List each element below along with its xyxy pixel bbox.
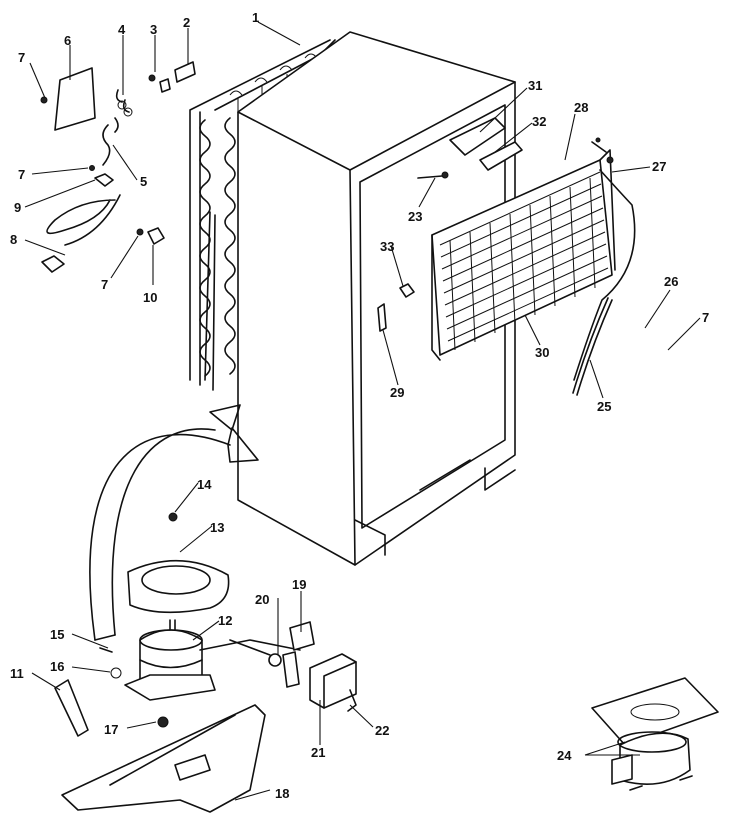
label-part-7-c: 7 <box>101 277 108 292</box>
label-part-30: 30 <box>535 345 549 360</box>
label-part-11: 11 <box>10 666 24 681</box>
label-part-33: 33 <box>380 239 394 254</box>
assembly-direction-arrow <box>89 404 259 641</box>
label-part-22: 22 <box>375 723 389 738</box>
label-part-7-b: 7 <box>18 167 25 182</box>
label-part-5: 5 <box>140 174 147 189</box>
control-parts-group <box>40 61 196 273</box>
electrical-parts-group <box>268 621 357 712</box>
label-part-29: 29 <box>390 385 404 400</box>
refrigerator-cabinet <box>237 31 516 566</box>
leader-lines <box>24 21 701 801</box>
label-part-24: 24 <box>557 748 572 763</box>
label-part-10: 10 <box>143 290 157 305</box>
label-part-28: 28 <box>574 100 588 115</box>
label-part-32: 32 <box>532 114 546 129</box>
replacement-compressor <box>591 677 719 791</box>
label-part-12: 12 <box>218 613 232 628</box>
label-part-6: 6 <box>64 33 71 48</box>
evaporator-brackets <box>377 117 523 332</box>
label-part-3: 3 <box>150 22 157 37</box>
label-part-15: 15 <box>50 627 64 642</box>
label-part-13: 13 <box>210 520 224 535</box>
label-part-7-a: 7 <box>18 50 25 65</box>
label-part-16: 16 <box>50 659 64 674</box>
compressor-assembly <box>54 512 301 813</box>
label-part-14: 14 <box>197 477 212 492</box>
label-part-18: 18 <box>275 786 289 801</box>
evaporator-assembly <box>431 137 636 396</box>
label-part-8: 8 <box>10 232 17 247</box>
label-part-1: 1 <box>252 10 259 25</box>
label-part-2: 2 <box>183 15 190 30</box>
label-part-7-d: 7 <box>702 310 709 325</box>
label-part-21: 21 <box>311 745 325 760</box>
label-part-26: 26 <box>664 274 678 289</box>
label-part-20: 20 <box>255 592 269 607</box>
label-part-31: 31 <box>528 78 542 93</box>
label-part-4: 4 <box>118 22 126 37</box>
label-part-25: 25 <box>597 399 611 414</box>
label-part-19: 19 <box>292 577 306 592</box>
label-part-9: 9 <box>14 200 21 215</box>
condenser-coil <box>189 39 336 391</box>
label-part-23: 23 <box>408 209 422 224</box>
part-number-labels: 1 2 3 4 6 7 7 5 9 8 7 10 31 28 32 27 23 … <box>10 10 709 801</box>
label-part-27: 27 <box>652 159 666 174</box>
label-part-17: 17 <box>104 722 118 737</box>
